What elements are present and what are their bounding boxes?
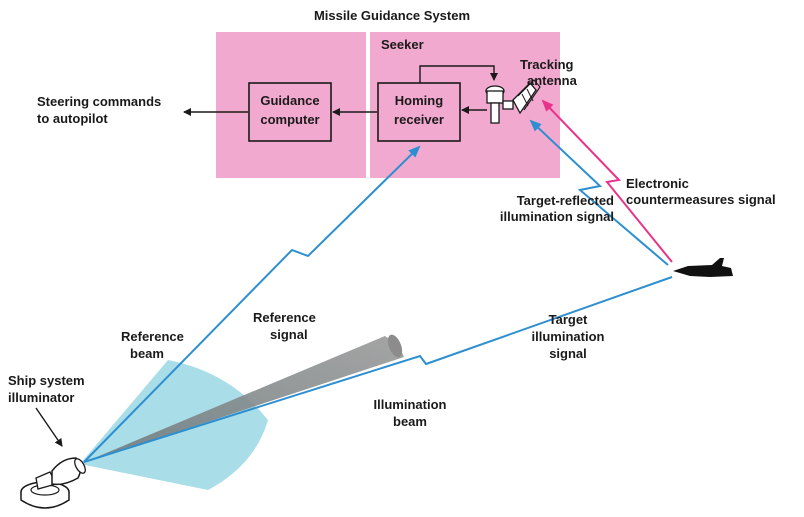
target-illumination-label-line1: Target xyxy=(549,312,588,327)
illumination-beam-label-line1: Illumination xyxy=(374,397,447,412)
ship-illuminator-line2: illuminator xyxy=(8,390,74,405)
ecm-label-line2: countermeasures signal xyxy=(626,192,776,207)
guidance-computer-line1: Guidance xyxy=(260,93,319,108)
target-illumination-label-line2: illumination xyxy=(532,329,605,344)
target-aircraft-icon xyxy=(673,258,733,277)
guidance-computer-line2: computer xyxy=(260,112,319,127)
homing-receiver-block xyxy=(377,82,461,142)
steering-commands-line2: to autopilot xyxy=(37,111,108,126)
reference-signal-label-line2: signal xyxy=(270,327,308,342)
target-illumination-label-line3: signal xyxy=(549,346,587,361)
ship-illuminator-icon xyxy=(20,457,86,509)
illumination-beam-label-line2: beam xyxy=(393,414,427,429)
reference-beam-label-line2: beam xyxy=(130,346,164,361)
target-reflected-signal-line xyxy=(529,119,669,266)
target-reflected-line1: Target-reflected xyxy=(517,193,614,208)
guidance-computer-block xyxy=(248,82,332,142)
ship-illuminator-line1: Ship system xyxy=(8,373,85,388)
target-illumination-line xyxy=(83,276,673,463)
target-reflected-line2: illumination signal xyxy=(500,209,614,224)
steering-commands-line1: Steering commands xyxy=(37,94,161,109)
reference-beam-label-line1: Reference xyxy=(121,329,184,344)
receiver-to-antenna-loop xyxy=(419,65,498,83)
illumination-beam-cone xyxy=(80,336,404,464)
homing-receiver-line1: Homing xyxy=(395,93,443,108)
seeker-label: Seeker xyxy=(381,37,424,52)
reference-signal-label-line1: Reference xyxy=(253,310,316,325)
ecm-signal-line xyxy=(541,99,673,263)
ecm-label-line1: Electronic xyxy=(626,176,689,191)
tracking-antenna-line1: Tracking xyxy=(520,57,574,72)
illumination-beam-end xyxy=(387,334,403,358)
tracking-antenna-icon xyxy=(485,79,541,124)
illuminator-pointer-arrow xyxy=(35,407,63,447)
tracking-antenna-line2: antenna xyxy=(527,73,578,88)
diagram-title: Missile Guidance System xyxy=(314,8,470,23)
reference-signal-line xyxy=(83,145,421,463)
homing-receiver-line2: receiver xyxy=(394,112,444,127)
